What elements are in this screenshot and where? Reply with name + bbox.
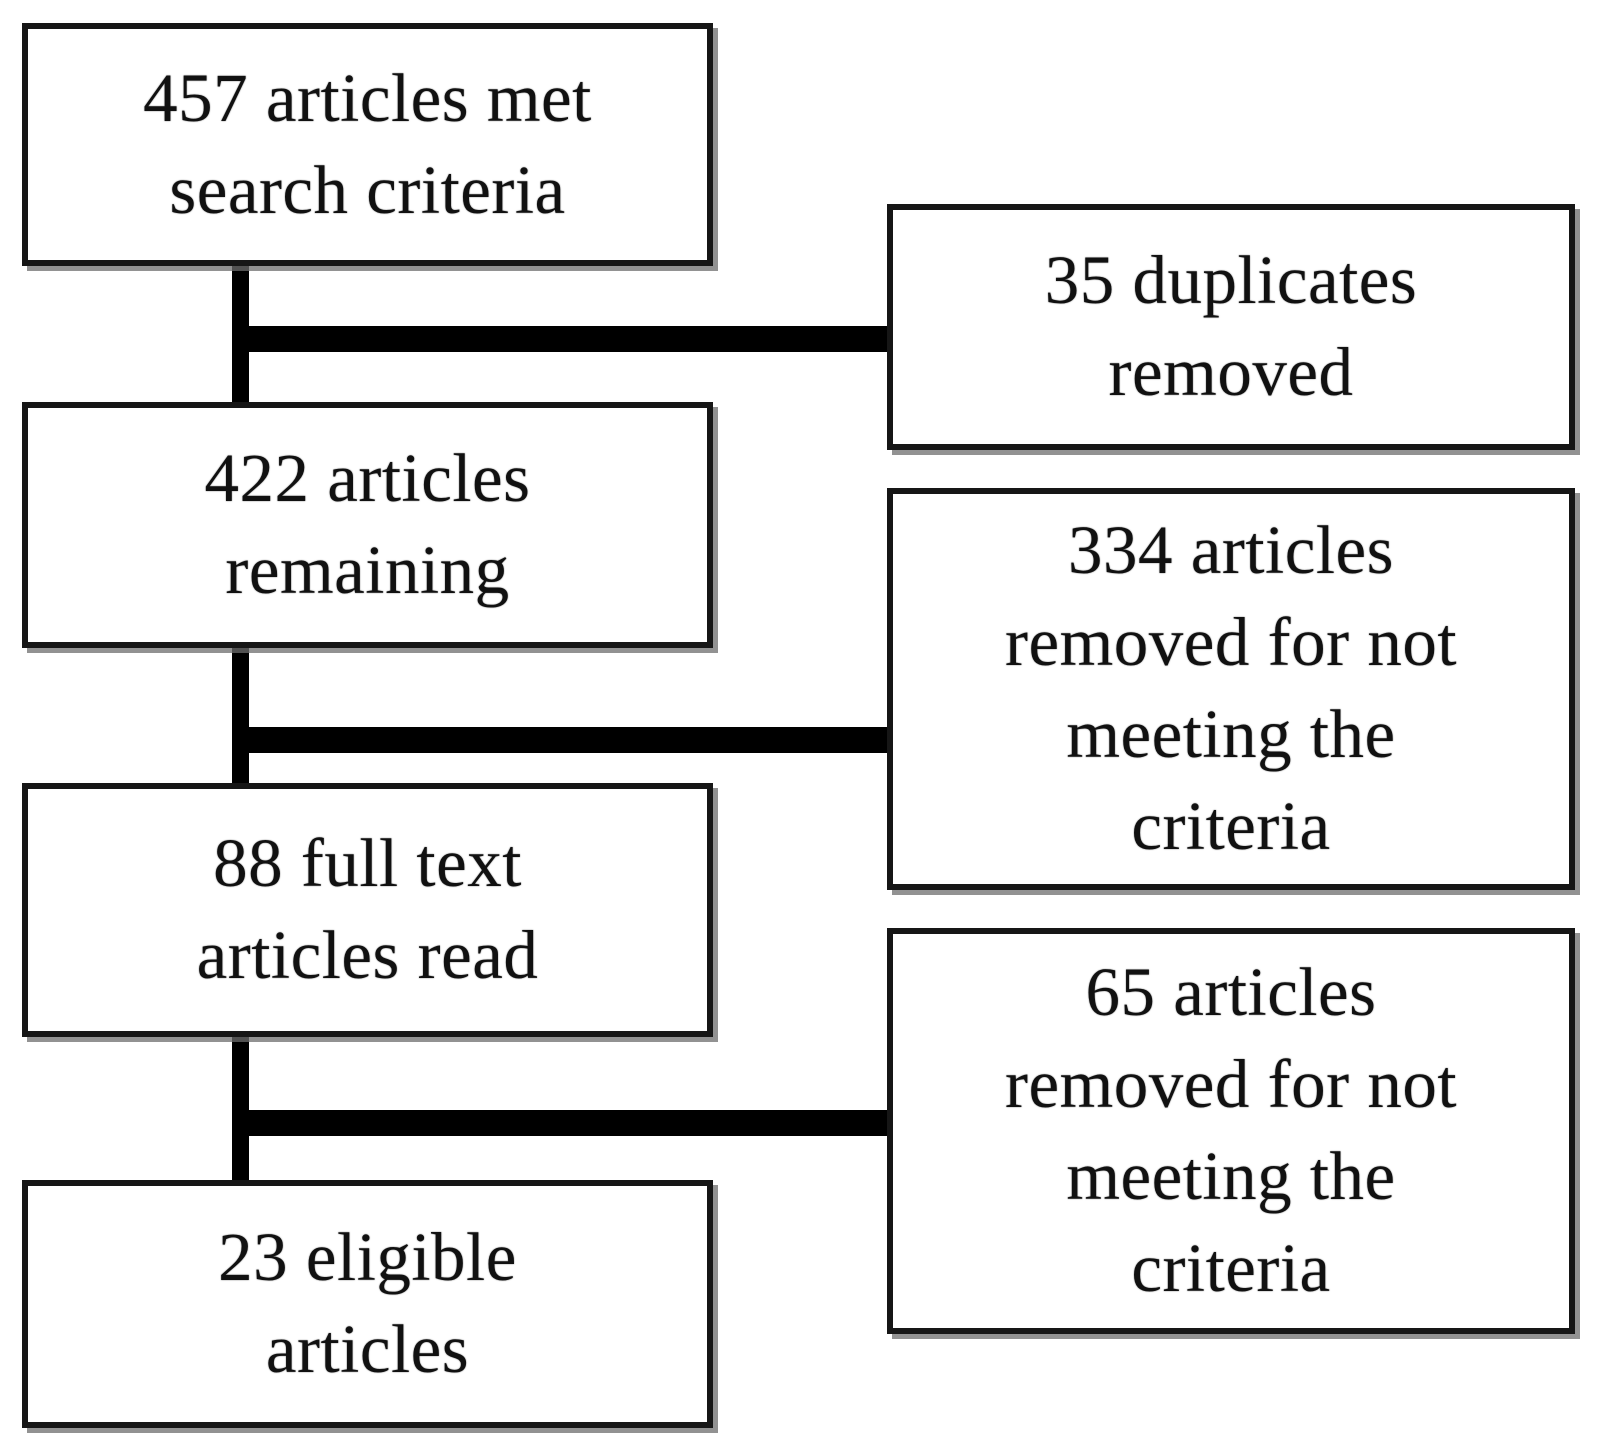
exclusion-box-label: 334 articles removed for not meeting the… — [1004, 512, 1458, 864]
flow-box-457-articles-met-search-criteria: 457 articles met search criteria — [22, 23, 713, 266]
flow-box-label: 23 eligible articles — [218, 1219, 517, 1387]
exclusion-box-label: 35 duplicates removed — [1044, 242, 1418, 410]
flow-box-88-full-text-articles-read: 88 full text articles read — [22, 783, 713, 1037]
connector-branch-to-35-duplicates — [232, 326, 892, 352]
flow-box-label: 422 articles remaining — [204, 440, 531, 608]
exclusion-box-334-articles-removed: 334 articles removed for not meeting the… — [887, 488, 1575, 890]
connector-stem-422-to-88 — [232, 645, 249, 787]
connector-stem-88-to-23 — [232, 1034, 249, 1184]
exclusion-box-label: 65 articles removed for not meeting the … — [1004, 954, 1458, 1306]
flow-box-422-articles-remaining: 422 articles remaining — [22, 402, 713, 648]
exclusion-box-35-duplicates-removed: 35 duplicates removed — [887, 204, 1575, 450]
exclusion-box-65-articles-removed: 65 articles removed for not meeting the … — [887, 928, 1575, 1334]
flow-box-label: 88 full text articles read — [196, 825, 539, 993]
connector-branch-to-65-removed — [232, 1110, 892, 1136]
flow-box-label: 457 articles met search criteria — [143, 59, 592, 228]
connector-branch-to-334-removed — [232, 727, 892, 753]
flow-box-23-eligible-articles: 23 eligible articles — [22, 1180, 713, 1428]
